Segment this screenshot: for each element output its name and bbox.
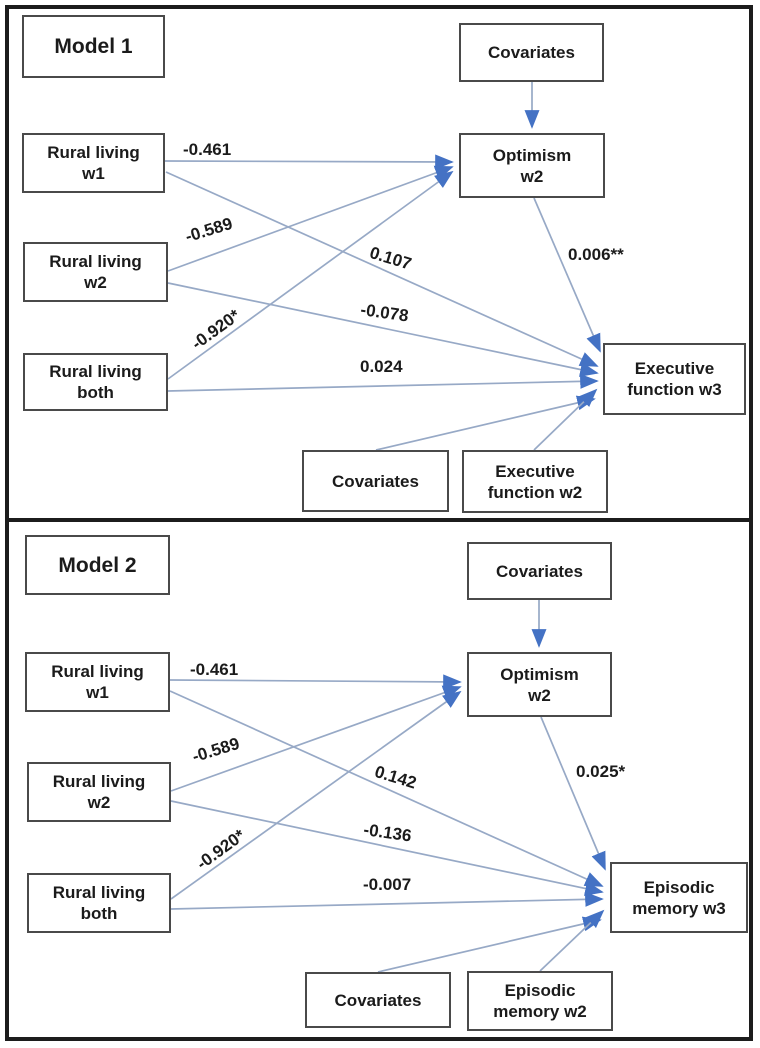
optimism-sublabel-m1: w2 xyxy=(520,166,544,186)
model-2-title-label: Model 2 xyxy=(58,553,137,577)
coef-both-to-outcome-m2: -0.007 xyxy=(363,875,412,894)
coef-w1-to-optimism-m1: -0.461 xyxy=(183,140,232,159)
edge-both-to-optimism-m1 xyxy=(167,170,454,380)
outcome-w2-label-m1: Executive xyxy=(495,461,575,481)
node-rural-living-w1-m1: Rural living w1 xyxy=(22,133,165,193)
node-rural-living-w2-m1: Rural living w2 xyxy=(23,242,168,302)
edge-w2-to-optimism-m1 xyxy=(167,165,454,272)
rural-w2-sublabel-m2: w2 xyxy=(87,793,111,812)
edge-covariates-bottom-to-outcome-m2 xyxy=(377,916,602,973)
rural-w1-sublabel-m1: w1 xyxy=(82,164,105,183)
node-model-2-title: Model 2 xyxy=(25,535,170,595)
outcome-w3-sublabel-m2: memory w3 xyxy=(632,898,726,918)
outcome-w2-sublabel-m1: function w2 xyxy=(487,482,583,502)
outcome-w3-sublabel-m1: function w3 xyxy=(627,380,722,399)
covariates-bottom-label-m2: Covariates xyxy=(334,990,422,1010)
edge-w1-to-optimism-m2 xyxy=(169,674,462,690)
coef-optimism-to-outcome-m1: 0.006** xyxy=(568,245,624,264)
edge-both-to-optimism-m2 xyxy=(170,690,462,900)
rural-w2-label-m2: Rural living xyxy=(52,772,146,791)
coef-w1-to-optimism-m2: -0.461 xyxy=(190,660,239,679)
node-executive-function-w2-m1: Executive function w2 xyxy=(462,450,608,513)
rural-w1-label-m2: Rural living xyxy=(51,662,144,681)
node-rural-living-both-m1: Rural living both xyxy=(23,353,168,411)
node-rural-living-both-m2: Rural living both xyxy=(27,873,171,933)
model-2-panel xyxy=(5,518,753,1041)
outcome-w3-label-m1: Executive xyxy=(634,359,715,378)
edge-outcome-w2-to-outcome-m2 xyxy=(539,909,605,972)
node-model-1-title: Model 1 xyxy=(22,15,165,78)
edge-both-to-outcome-m2 xyxy=(170,891,604,910)
model-1-title-label: Model 1 xyxy=(54,35,133,58)
node-covariates-top-m1: Covariates xyxy=(459,23,604,82)
edge-w1-to-outcome-m1 xyxy=(165,171,599,367)
optimism-sublabel-m2: w2 xyxy=(528,685,551,705)
node-rural-living-w2-m2: Rural living w2 xyxy=(27,762,171,822)
rural-both-sublabel-m2: both xyxy=(80,904,118,923)
node-episodic-memory-w2-m2: Episodic memory w2 xyxy=(467,971,613,1031)
coef-both-to-outcome-m1: 0.024 xyxy=(360,357,403,376)
edge-covariates-bottom-to-outcome-m1 xyxy=(375,395,596,451)
optimism-label-m2: Optimism xyxy=(500,664,579,684)
rural-both-label-m1: Rural living xyxy=(49,362,142,381)
node-covariates-bottom-m2: Covariates xyxy=(305,972,451,1028)
edge-optimism-to-outcome-m1 xyxy=(533,197,601,353)
edge-w1-to-optimism-m1 xyxy=(164,154,454,170)
edge-optimism-to-outcome-m2 xyxy=(540,716,606,871)
rural-w2-sublabel-m1: w2 xyxy=(84,273,107,292)
rural-both-label-m2: Rural living xyxy=(52,883,146,902)
edge-w2-to-outcome-m1 xyxy=(167,282,599,377)
coef-optimism-to-outcome-m2: 0.025* xyxy=(576,762,626,781)
rural-w2-label-m1: Rural living xyxy=(49,252,142,271)
edge-outcome-w2-to-outcome-m1 xyxy=(533,388,598,451)
rural-both-sublabel-m1: both xyxy=(77,383,114,402)
covariates-top-label-m2: Covariates xyxy=(496,561,583,581)
edge-w2-to-optimism-m2 xyxy=(170,685,462,792)
node-optimism-m1: Optimism w2 xyxy=(459,133,605,198)
outcome-w2-sublabel-m2: memory w2 xyxy=(493,1002,587,1021)
edge-both-to-outcome-m1 xyxy=(167,373,599,392)
optimism-label-m1: Optimism xyxy=(492,145,572,165)
node-covariates-top-m2: Covariates xyxy=(467,542,612,600)
rural-w1-label-m1: Rural living xyxy=(47,143,140,162)
edge-w1-to-outcome-m2 xyxy=(169,690,604,887)
edge-w2-to-outcome-m2 xyxy=(170,800,604,896)
node-episodic-memory-w3-m2: Episodic memory w3 xyxy=(610,862,748,933)
node-optimism-m2: Optimism w2 xyxy=(467,652,612,717)
rural-w1-sublabel-m2: w1 xyxy=(86,683,109,702)
covariates-bottom-label-m1: Covariates xyxy=(332,471,419,491)
node-rural-living-w1-m2: Rural living w1 xyxy=(25,652,170,712)
node-covariates-bottom-m1: Covariates xyxy=(302,450,449,512)
node-executive-function-w3-m1: Executive function w3 xyxy=(603,343,746,415)
outcome-w3-label-m2: Episodic xyxy=(643,877,715,897)
outcome-w2-label-m2: Episodic xyxy=(504,981,576,1000)
covariates-top-label-m1: Covariates xyxy=(488,43,575,62)
